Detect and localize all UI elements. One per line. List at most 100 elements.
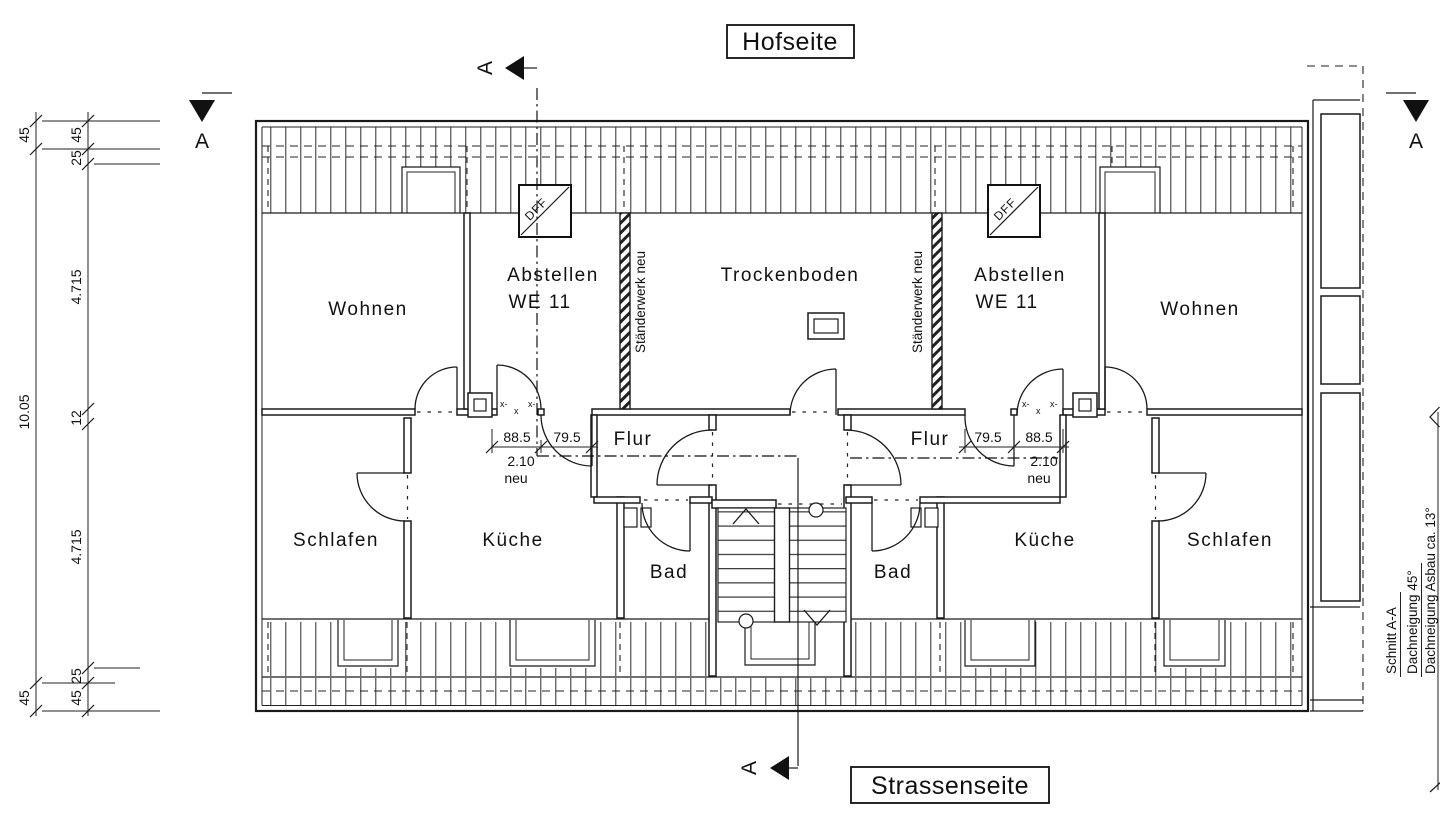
dim-door-left-b: 79.5	[553, 429, 580, 445]
bath-fixtures-right	[910, 507, 939, 528]
dim-inner-bottom-45: 45	[68, 690, 84, 706]
door-wohnen-left	[414, 366, 458, 410]
label-kueche-right: Küche	[1014, 530, 1075, 551]
staircase	[717, 502, 847, 629]
dim-door-left-a: 88.5	[503, 429, 530, 445]
label-schlafen-left: Schlafen	[293, 530, 379, 551]
dim-inner-bottom-25: 25	[68, 668, 84, 684]
section-line	[536, 88, 1058, 766]
roof-window-dff-right: DFF	[987, 184, 1041, 238]
top-dormer-left	[401, 166, 461, 213]
label-kueche-left: Küche	[482, 530, 543, 551]
door-bad-left	[641, 502, 691, 552]
stud-wall-left	[619, 212, 631, 410]
x-mark-left-3: x	[514, 406, 519, 416]
section-letter-right: A	[1409, 130, 1423, 153]
door-stair-to-flur-left	[656, 429, 713, 486]
section-notes-right: Schnitt A-A Dachneigung 45° Dachneigung …	[1384, 406, 1440, 793]
label-trockenboden: Trockenboden	[721, 265, 860, 286]
adjacent-structure-right	[1307, 65, 1364, 712]
x-mark-left-2: x-	[528, 399, 536, 409]
section-letter-left: A	[195, 130, 209, 153]
x-mark-left-1: x-	[500, 399, 508, 409]
bottom-dormer-kueche-right	[964, 620, 1036, 668]
stair-up-arrow	[732, 508, 760, 525]
roof-window-dff-left: DFF	[518, 184, 572, 238]
dim-door-right-note: neu	[1027, 470, 1050, 486]
door-abstellen-left	[496, 364, 542, 410]
strassenseite-text: Strassenseite	[871, 772, 1029, 800]
title-strassenseite: Strassenseite	[850, 766, 1050, 804]
bottom-dormer-schlafen-left	[337, 620, 399, 668]
dim-room-top: 4.715	[68, 269, 84, 304]
chimney-right	[1072, 392, 1098, 418]
door-dims-right: 79.5 88.5 2.10 neu x- x- x	[958, 399, 1070, 486]
stair-post-bottom	[738, 613, 754, 629]
dim-inner-top-25: 25	[68, 150, 84, 166]
dim-door-right-h: 2.10	[1030, 453, 1057, 469]
stud-wall-right	[931, 212, 943, 410]
chimney-trockenboden	[807, 312, 845, 340]
chimney-left	[467, 392, 493, 418]
dim-overall: 10.05	[16, 394, 32, 429]
note-schnitt: Schnitt A-A	[1384, 607, 1399, 674]
dim-outer-bottom-45: 45	[16, 690, 32, 706]
label-abstellen-left: Abstellen	[507, 265, 599, 286]
label-staenderwerk-right: Ständerwerk neu	[910, 251, 925, 353]
section-marker-top: A	[474, 56, 537, 80]
label-bad-left: Bad	[650, 562, 688, 583]
dim-room-bottom: 4.715	[68, 529, 84, 564]
label-wohnen-right: Wohnen	[1160, 299, 1239, 320]
door-swings	[356, 364, 1207, 552]
door-flur-right-entry	[964, 414, 1015, 467]
dimension-chain-left: 45 10.05 45 45 25 4.715 12 4.715 25 45	[16, 112, 160, 718]
title-hofseite: Hofseite	[726, 24, 855, 59]
door-dims-left: 88.5 79.5 2.10 neu x- x- x	[485, 399, 599, 486]
door-schlafen-right	[1157, 472, 1207, 522]
section-letter-top: A	[474, 61, 497, 75]
door-wohnen-right	[1104, 366, 1148, 410]
section-marker-left: A	[189, 92, 232, 153]
label-we11-left: WE 11	[508, 292, 571, 313]
dim-door-right-b: 88.5	[1025, 429, 1052, 445]
note-dachneigung-asbau: Dachneigung Asbau ca. 13°	[1423, 507, 1438, 674]
top-dormer-right	[1099, 166, 1161, 213]
label-schlafen-right: Schlafen	[1187, 530, 1273, 551]
door-stair-to-flur-right	[845, 429, 902, 486]
bottom-dormer-schlafen-right	[1163, 620, 1226, 668]
section-marker-right: A	[1386, 92, 1429, 153]
door-thresholds	[406, 411, 1157, 519]
room-labels: Wohnen Abstellen WE 11 Trockenboden Abst…	[293, 265, 1273, 583]
bottom-dormer-kueche-left	[509, 620, 596, 668]
building-outer-walls	[254, 119, 1310, 713]
section-marker-bottom: A	[738, 756, 798, 780]
dim-outer-top-45: 45	[16, 127, 32, 143]
note-dachneigung: Dachneigung 45°	[1405, 570, 1420, 674]
label-abstellen-right: Abstellen	[974, 265, 1066, 286]
door-flur-left-entry	[540, 414, 593, 467]
label-flur-right: Flur	[911, 429, 950, 450]
x-mark-right-3: x	[1036, 406, 1041, 416]
door-trockenboden	[789, 368, 837, 416]
hofseite-text: Hofseite	[742, 28, 838, 56]
section-letter-bottom: A	[738, 761, 761, 775]
door-bad-right	[871, 502, 921, 552]
label-flur-left: Flur	[614, 429, 653, 450]
label-bad-right: Bad	[874, 562, 912, 583]
label-we11-right: WE 11	[975, 292, 1038, 313]
stair-post-top	[808, 502, 824, 518]
dim-middle-wall: 12	[68, 410, 84, 426]
interior-partition-walls	[403, 212, 1160, 677]
x-mark-right-1: x-	[1022, 399, 1030, 409]
door-abstellen-right	[1016, 368, 1064, 416]
dim-door-right-a: 79.5	[974, 429, 1001, 445]
dim-inner-top-45: 45	[68, 127, 84, 143]
stud-wall-labels: Ständerwerk neu Ständerwerk neu	[633, 251, 925, 353]
dim-door-left-h: 2.10	[507, 453, 534, 469]
label-wohnen-left: Wohnen	[328, 299, 407, 320]
door-schlafen-left	[356, 472, 406, 522]
stair-vestibule	[713, 620, 845, 676]
stair-down-arrow	[803, 609, 831, 626]
